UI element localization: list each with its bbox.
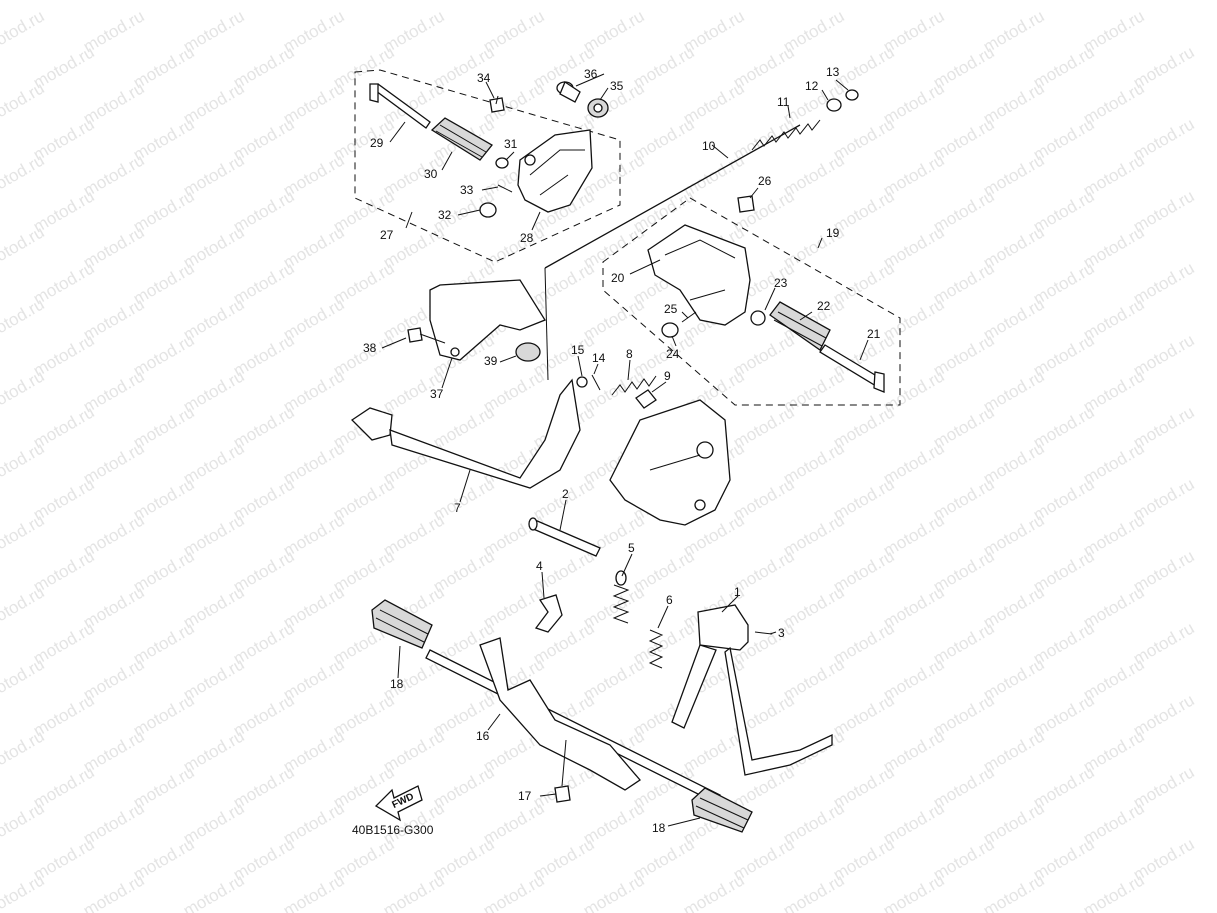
callout-11: 11 <box>777 95 790 109</box>
part-39-damper <box>515 342 541 362</box>
diagram-code: 40B1516-G300 <box>352 823 434 837</box>
part-21-footrest-bar <box>819 344 885 393</box>
part-17-bolt <box>554 739 571 803</box>
part-1-main-stand <box>671 604 833 776</box>
part-23-washer <box>750 310 766 326</box>
part-14-cotter-pin <box>591 374 601 391</box>
callout-16: 16 <box>476 729 490 743</box>
callout-8: 8 <box>626 347 633 361</box>
part-12-joint <box>826 98 842 112</box>
callout-3: 3 <box>778 626 785 640</box>
part-6-spring <box>648 629 664 669</box>
frame-bracket <box>609 399 731 526</box>
part-28-footrest-bracket <box>517 129 593 213</box>
callout-23: 23 <box>774 276 788 290</box>
callout-1: 1 <box>734 585 741 599</box>
callout-32: 32 <box>438 208 452 222</box>
part-3-cotter-pin <box>754 631 773 635</box>
part-31-washer <box>495 157 509 169</box>
part-5-spring <box>612 570 630 624</box>
part-29-footrest-bar <box>369 83 431 129</box>
callout-13: 13 <box>826 65 840 79</box>
callout-6: 6 <box>666 593 673 607</box>
fwd-arrow-icon: FWD <box>374 785 423 822</box>
part-36-collar <box>556 81 581 103</box>
callout-7: 7 <box>454 501 461 515</box>
callout-17: 17 <box>518 789 532 803</box>
part-35-damper <box>587 98 609 118</box>
callout-27: 27 <box>380 228 394 242</box>
part-8-spring <box>611 375 657 396</box>
part-7-brake-pedal <box>350 378 581 489</box>
part-25-cotter-pin <box>681 311 697 323</box>
callout-19: 19 <box>826 226 840 240</box>
callouts: 1 2 3 4 5 6 7 8 9 10 11 12 13 14 15 16 1… <box>363 65 881 835</box>
part-30-footrest-rubber <box>430 117 493 161</box>
callout-35: 35 <box>610 79 624 93</box>
callout-15: 15 <box>571 343 585 357</box>
part-24-pin <box>661 322 679 338</box>
callout-10: 10 <box>702 139 716 153</box>
callout-34: 34 <box>477 71 491 85</box>
callout-29: 29 <box>370 136 384 150</box>
part-18-footrest-rubber-right <box>691 787 753 833</box>
part-11-spring <box>751 119 821 151</box>
assembly-box-19 <box>602 197 901 406</box>
assembly-box-27 <box>354 69 621 263</box>
callout-5: 5 <box>628 541 635 555</box>
callout-39: 39 <box>484 354 498 368</box>
callout-2: 2 <box>562 487 569 501</box>
callout-38: 38 <box>363 341 377 355</box>
part-20-footrest-bracket <box>647 224 751 326</box>
callout-21: 21 <box>867 327 881 341</box>
callout-37: 37 <box>430 387 444 401</box>
callout-28: 28 <box>520 231 534 245</box>
callout-14: 14 <box>592 351 606 365</box>
part-32-pin <box>479 202 497 218</box>
part-37-bracket <box>429 279 546 361</box>
callout-18-right: 18 <box>652 821 666 835</box>
part-18-footrest-rubber-left <box>371 599 433 649</box>
part-33-cotter-pin <box>497 184 513 193</box>
callout-36: 36 <box>584 67 598 81</box>
part-2-pivot-shaft <box>528 517 601 557</box>
callout-22: 22 <box>817 299 831 313</box>
callout-25: 25 <box>664 302 678 316</box>
callout-33: 33 <box>460 183 474 197</box>
callout-18-left: 18 <box>390 677 404 691</box>
callout-30: 30 <box>424 167 438 181</box>
callout-9: 9 <box>664 369 671 383</box>
callout-26: 26 <box>758 174 772 188</box>
part-38-bolt <box>407 327 446 344</box>
part-22-footrest-rubber <box>769 301 831 351</box>
callout-4: 4 <box>536 559 543 573</box>
leader-lines <box>381 73 869 827</box>
part-15-washer <box>576 376 588 388</box>
callout-31: 31 <box>504 137 518 151</box>
part-34-bolt <box>489 95 505 113</box>
part-26-bolt <box>737 195 755 213</box>
callout-24: 24 <box>666 347 680 361</box>
part-4-spring-hook <box>534 594 563 633</box>
part-9-sleeve <box>635 389 657 409</box>
callout-12: 12 <box>805 79 819 93</box>
part-13-nut <box>845 89 859 101</box>
callout-20: 20 <box>611 271 625 285</box>
